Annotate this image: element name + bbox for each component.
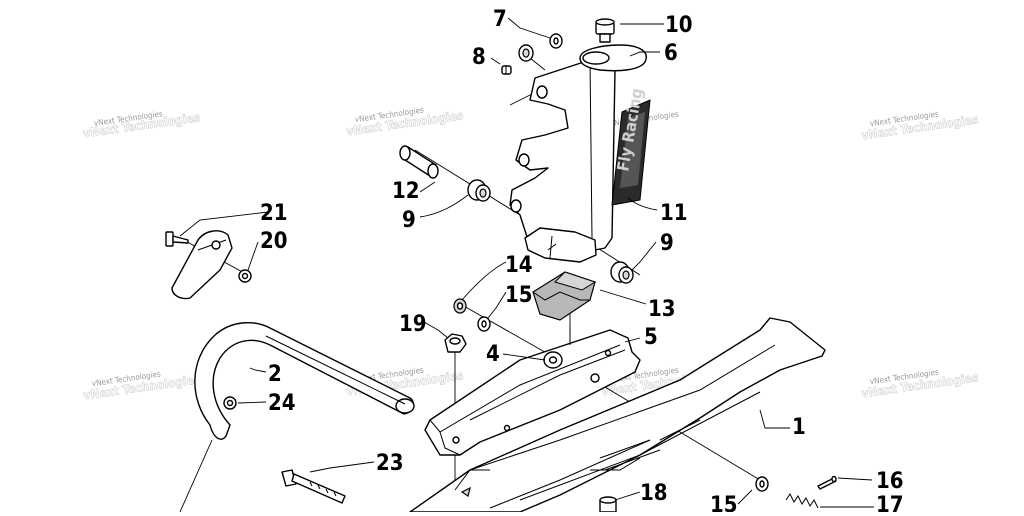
washer (549, 33, 563, 49)
callout-6: 6 (664, 41, 678, 66)
callout-16: 16 (876, 469, 904, 494)
nut-14 (453, 298, 467, 314)
grease-fitting (501, 65, 512, 75)
bracket-nut (238, 269, 252, 283)
callout-23: 23 (376, 451, 404, 476)
callout-20: 20 (260, 229, 288, 254)
bushing-upper (467, 179, 491, 202)
washer-15-upper (477, 316, 491, 332)
callout-18: 18 (640, 481, 668, 506)
callout-15-upper: 15 (505, 283, 533, 308)
callout-1: 1 (792, 415, 806, 440)
spring-17 (785, 493, 819, 509)
pin-16 (817, 475, 837, 490)
bushing-lower (610, 261, 634, 284)
bracket (171, 230, 233, 300)
top-bolt (595, 18, 615, 43)
bracket-bolt (165, 231, 189, 247)
callout-5: 4 (486, 342, 500, 367)
callouts: 7 8 10 6 11 12 9 9 14 15 13 5 4 19 21 20… (260, 7, 904, 516)
long-bolt (281, 469, 346, 504)
loop-nut (223, 396, 237, 410)
ski (409, 317, 826, 513)
callout-9-lower: 9 (660, 231, 674, 256)
callout-12: 12 (392, 179, 420, 204)
callout-13: 13 (648, 297, 676, 322)
nut-19 (444, 333, 467, 353)
callout-21: 21 (260, 201, 288, 226)
callout-8: 8 (472, 45, 486, 70)
bushing (518, 44, 534, 62)
callout-15-lower: 15 (710, 493, 738, 512)
leader-lines (179, 17, 874, 513)
spindle-decal: Fly Racing (611, 87, 651, 206)
spindle (509, 59, 616, 263)
washer-15-lower (755, 476, 769, 492)
pivot-pin (399, 145, 439, 179)
callout-17: 17 (876, 493, 904, 512)
bushing-18 (599, 496, 617, 513)
ski-saddle (424, 329, 641, 497)
washer-5 (543, 351, 563, 369)
stop-block (532, 271, 597, 321)
callout-14: 14 (505, 253, 533, 278)
ski-loop (194, 322, 415, 440)
steering-arm (579, 44, 647, 72)
callout-11: 11 (660, 201, 688, 226)
callout-19: 19 (399, 312, 427, 337)
callout-10: 10 (665, 13, 693, 38)
callout-7: 7 (493, 7, 507, 32)
callout-4: 5 (644, 325, 658, 350)
callout-24: 24 (268, 391, 296, 416)
callout-9-upper: 9 (402, 208, 416, 233)
callout-2: 2 (268, 362, 282, 387)
